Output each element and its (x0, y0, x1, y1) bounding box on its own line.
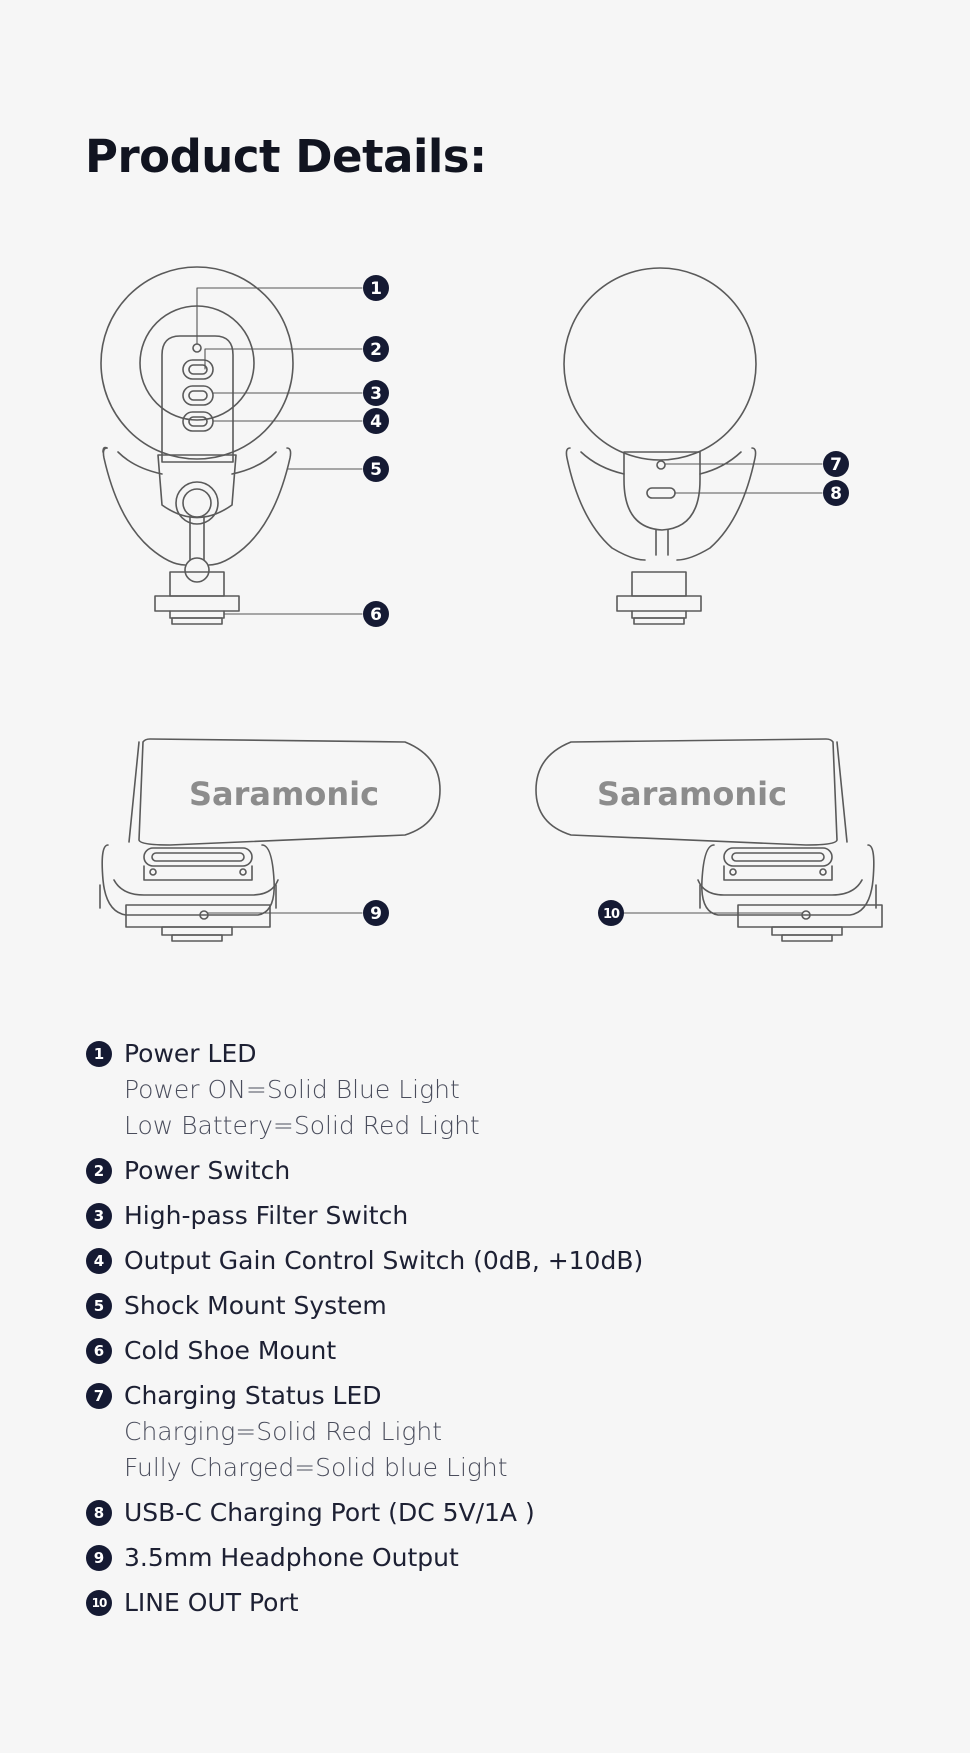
legend-number-badge: 6 (86, 1338, 112, 1364)
legend-item-headphone-output: 9 3.5mm Headphone Output (86, 1540, 946, 1576)
legend-detail: Power ON=Solid Blue Light (124, 1075, 460, 1104)
legend-label: Output Gain Control Switch (0dB, +10dB) (124, 1246, 644, 1275)
callout-5-number: 5 (370, 460, 382, 480)
brand-label-right: Saramonic (597, 775, 787, 813)
callout-6: 6 (363, 601, 389, 627)
callout-6-number: 6 (370, 605, 382, 625)
legend-detail: Charging=Solid Red Light (124, 1417, 443, 1446)
legend-number-badge: 3 (86, 1203, 112, 1229)
mic-back-view (563, 267, 757, 625)
callout-9: 9 (363, 900, 389, 926)
callout-2: 2 (363, 336, 389, 362)
callout-4: 4 (363, 408, 389, 434)
callout-8: 8 (823, 480, 849, 506)
legend-label: LINE OUT Port (124, 1588, 299, 1617)
legend-label: Charging Status LED (124, 1381, 382, 1410)
legend-detail: Low Battery=Solid Red Light (124, 1111, 480, 1140)
callout-10: 10 (598, 900, 624, 926)
brand-label-left: Saramonic (189, 775, 379, 813)
product-diagram: Saramonic Saramonic 1 2 3 4 5 6 7 (99, 266, 883, 942)
legend-label: Power Switch (124, 1156, 291, 1185)
legend-detail: Fully Charged=Solid blue Light (124, 1453, 508, 1482)
legend-label: High-pass Filter Switch (124, 1201, 409, 1230)
legend-label: 3.5mm Headphone Output (124, 1543, 459, 1572)
callout-10-number: 10 (603, 907, 620, 922)
legend-label: Shock Mount System (124, 1291, 387, 1320)
callout-4-number: 4 (370, 412, 382, 432)
legend-number-badge: 2 (86, 1158, 112, 1184)
legend-item-output-gain: 4 Output Gain Control Switch (0dB, +10dB… (86, 1243, 946, 1279)
callout-8-number: 8 (830, 484, 842, 504)
legend-number-badge: 5 (86, 1293, 112, 1319)
callout-7-number: 7 (830, 455, 842, 475)
mic-side-view-right (535, 738, 883, 942)
callout-1: 1 (363, 275, 389, 301)
legend-item-usb-c-port: 8 USB-C Charging Port (DC 5V/1A ) (86, 1495, 946, 1531)
legend-number-badge: 8 (86, 1500, 112, 1526)
legend-item-power-led: 1 Power LED Power ON=Solid Blue Light Lo… (86, 1036, 946, 1144)
legend-label: Cold Shoe Mount (124, 1336, 337, 1365)
callout-5: 5 (363, 456, 389, 482)
callout-leaders (196, 287, 823, 914)
callout-9-number: 9 (370, 904, 382, 924)
legend-number-badge: 7 (86, 1383, 112, 1409)
legend-number-badge: 1 (86, 1041, 112, 1067)
legend-label: Power LED (124, 1039, 257, 1068)
callout-2-number: 2 (370, 340, 382, 360)
legend-label: USB-C Charging Port (DC 5V/1A ) (124, 1498, 535, 1527)
page-title: Product Details: (85, 130, 487, 183)
callout-1-number: 1 (370, 279, 382, 299)
legend-item-shock-mount: 5 Shock Mount System (86, 1288, 946, 1324)
legend-number-badge: 10 (86, 1590, 112, 1616)
callout-7: 7 (823, 451, 849, 477)
legend-item-high-pass-filter: 3 High-pass Filter Switch (86, 1198, 946, 1234)
callout-3: 3 (363, 380, 389, 406)
legend-item-line-out: 10 LINE OUT Port (86, 1585, 946, 1621)
legend-item-charging-led: 7 Charging Status LED Charging=Solid Red… (86, 1378, 946, 1486)
legend-item-power-switch: 2 Power Switch (86, 1153, 946, 1189)
legend-number-badge: 4 (86, 1248, 112, 1274)
feature-legend: 1 Power LED Power ON=Solid Blue Light Lo… (86, 1036, 946, 1621)
legend-item-cold-shoe: 6 Cold Shoe Mount (86, 1333, 946, 1369)
mic-side-view-left (99, 738, 441, 942)
legend-number-badge: 9 (86, 1545, 112, 1571)
callout-3-number: 3 (370, 384, 382, 404)
